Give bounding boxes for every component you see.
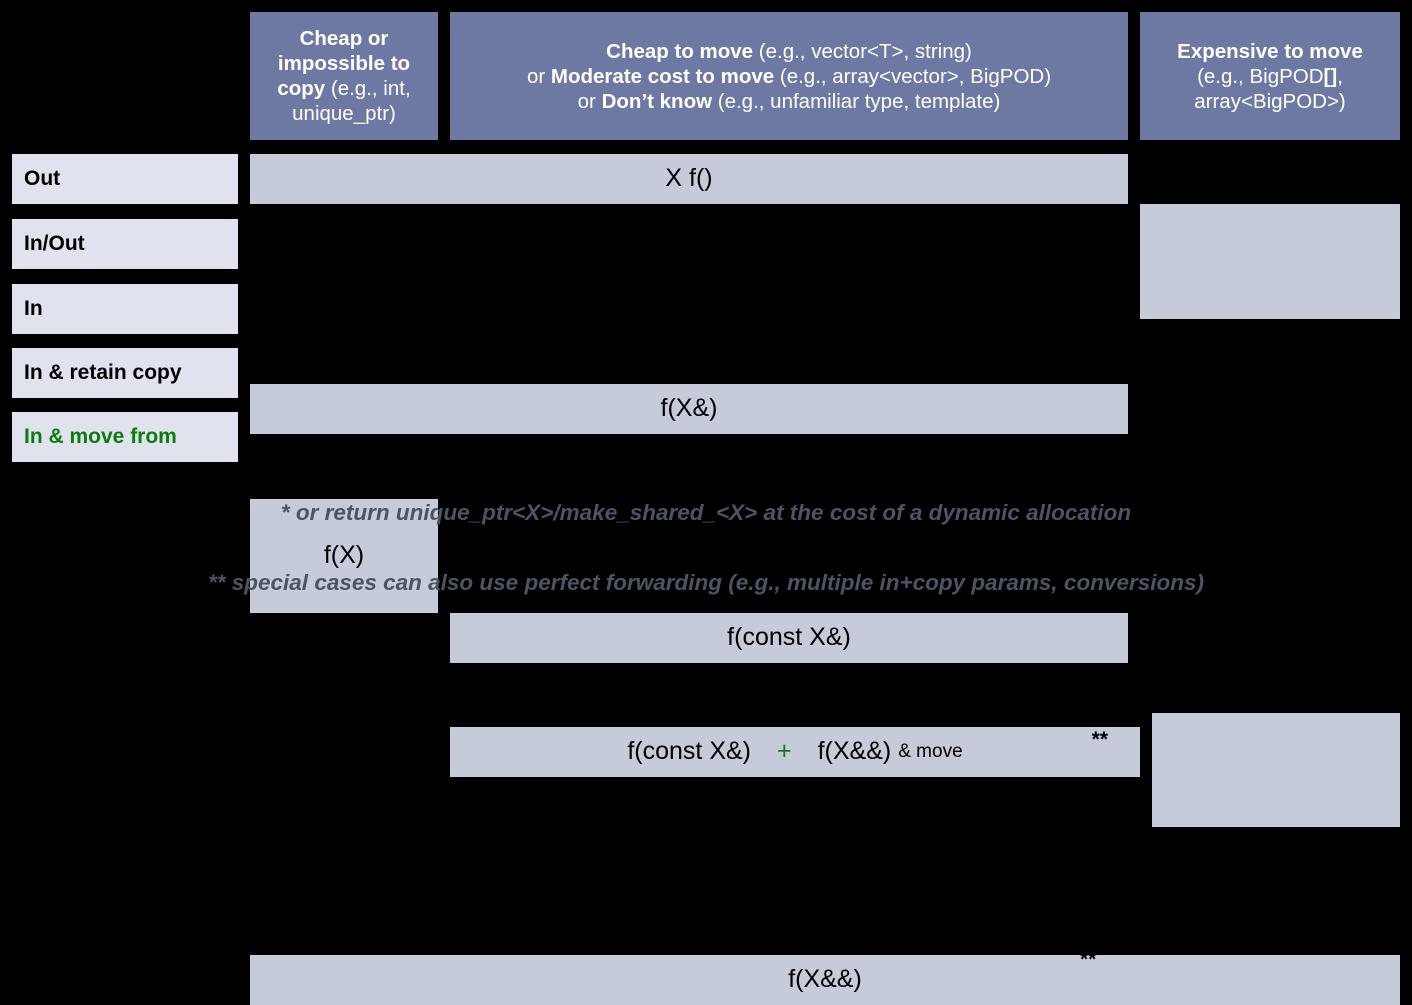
cell-in-retain-copy-value: f(const X&) + f(X&&) & move **: [450, 727, 1140, 777]
row-label-in-move-from: In & move from: [12, 412, 238, 462]
cell-in-expensive-empty: [1152, 713, 1400, 827]
col2-line3-rest: (e.g., unfamiliar type, template): [712, 89, 1001, 113]
cell-out-expensive-empty: [1140, 204, 1400, 319]
column-header-expensive-to-move: Expensive to move (e.g., BigPOD[], array…: [1140, 12, 1400, 140]
col1-bold-text: Cheap or impossible to copy: [277, 27, 411, 100]
cell-in-out-text: f(X&): [660, 394, 718, 423]
column-header-cheap-to-move: Cheap to move (e.g., vector<T>, string) …: [450, 12, 1128, 140]
cell-retain-copy-part3: & move: [898, 740, 963, 762]
col2-line2-bold: Moderate cost to move: [550, 64, 775, 88]
row-label-in-move-from-text: In & move from: [24, 425, 177, 448]
col3-example-line2: array<BigPOD>): [1194, 89, 1346, 113]
cell-out-text: X f(): [665, 164, 713, 193]
footnote-marker-move-from: **: [1080, 948, 1097, 971]
col2-line2-rest: (e.g., array<vector>, BigPOD): [774, 64, 1052, 88]
row-label-in-retain-copy-text: In & retain copy: [24, 361, 182, 384]
cell-retain-copy-plus: +: [777, 737, 792, 766]
footnote-marker-retain-copy: **: [1091, 728, 1108, 751]
cell-out-value: X f(): [250, 154, 1128, 204]
col2-line2-prefix: or: [526, 64, 551, 88]
cell-f-of-x: f(X): [250, 499, 438, 613]
cell-in-move-from-value: f(X&&) **: [250, 949, 1400, 1005]
row-label-in-retain-copy: In & retain copy: [12, 348, 238, 398]
col2-line1-bold: Cheap to move: [606, 39, 754, 63]
cell-retain-copy-part2: f(X&&): [817, 737, 892, 766]
row-label-in-text: In: [24, 297, 43, 320]
col3-bold-text: Expensive to move: [1177, 39, 1363, 63]
row-label-out-text: Out: [24, 167, 61, 190]
footnote-double-asterisk: ** special cases can also use perfect fo…: [208, 570, 1204, 595]
row-label-out: Out: [12, 154, 238, 204]
cell-in-out-value: f(X&): [250, 384, 1128, 434]
column-header-cheap-or-impossible-to-copy: Cheap or impossible to copy (e.g., int, …: [250, 12, 438, 140]
cell-in-text: f(const X&): [727, 623, 851, 652]
cell-in-move-from-text: f(X&&): [788, 965, 862, 994]
header-corner-blank: [12, 12, 238, 140]
row-label-in-out-text: In/Out: [24, 232, 85, 255]
row-label-in: In: [12, 284, 238, 334]
cpp-parameter-passing-cheatsheet: Cheap or impossible to copy (e.g., int, …: [12, 12, 1400, 1005]
col3-example-line1: (e.g., BigPOD: [1197, 64, 1324, 88]
footnote-single-asterisk: * or return unique_ptr<X>/make_shared_<X…: [280, 500, 1132, 525]
cell-in-value: f(const X&): [450, 613, 1128, 663]
col2-line1-rest: (e.g., vector<T>, string): [753, 39, 972, 63]
cell-f-of-x-text: f(X): [323, 541, 365, 570]
col3-example-line1-end: ,: [1337, 64, 1343, 88]
col2-line3-prefix: or: [577, 89, 602, 113]
col2-line3-bold: Don’t know: [601, 89, 713, 113]
row-label-in-out: In/Out: [12, 219, 238, 269]
cell-retain-copy-part1: f(const X&): [627, 737, 751, 766]
col1-example-text: (e.g., int, unique_ptr): [292, 77, 411, 125]
col3-example-brackets: []: [1323, 64, 1338, 88]
